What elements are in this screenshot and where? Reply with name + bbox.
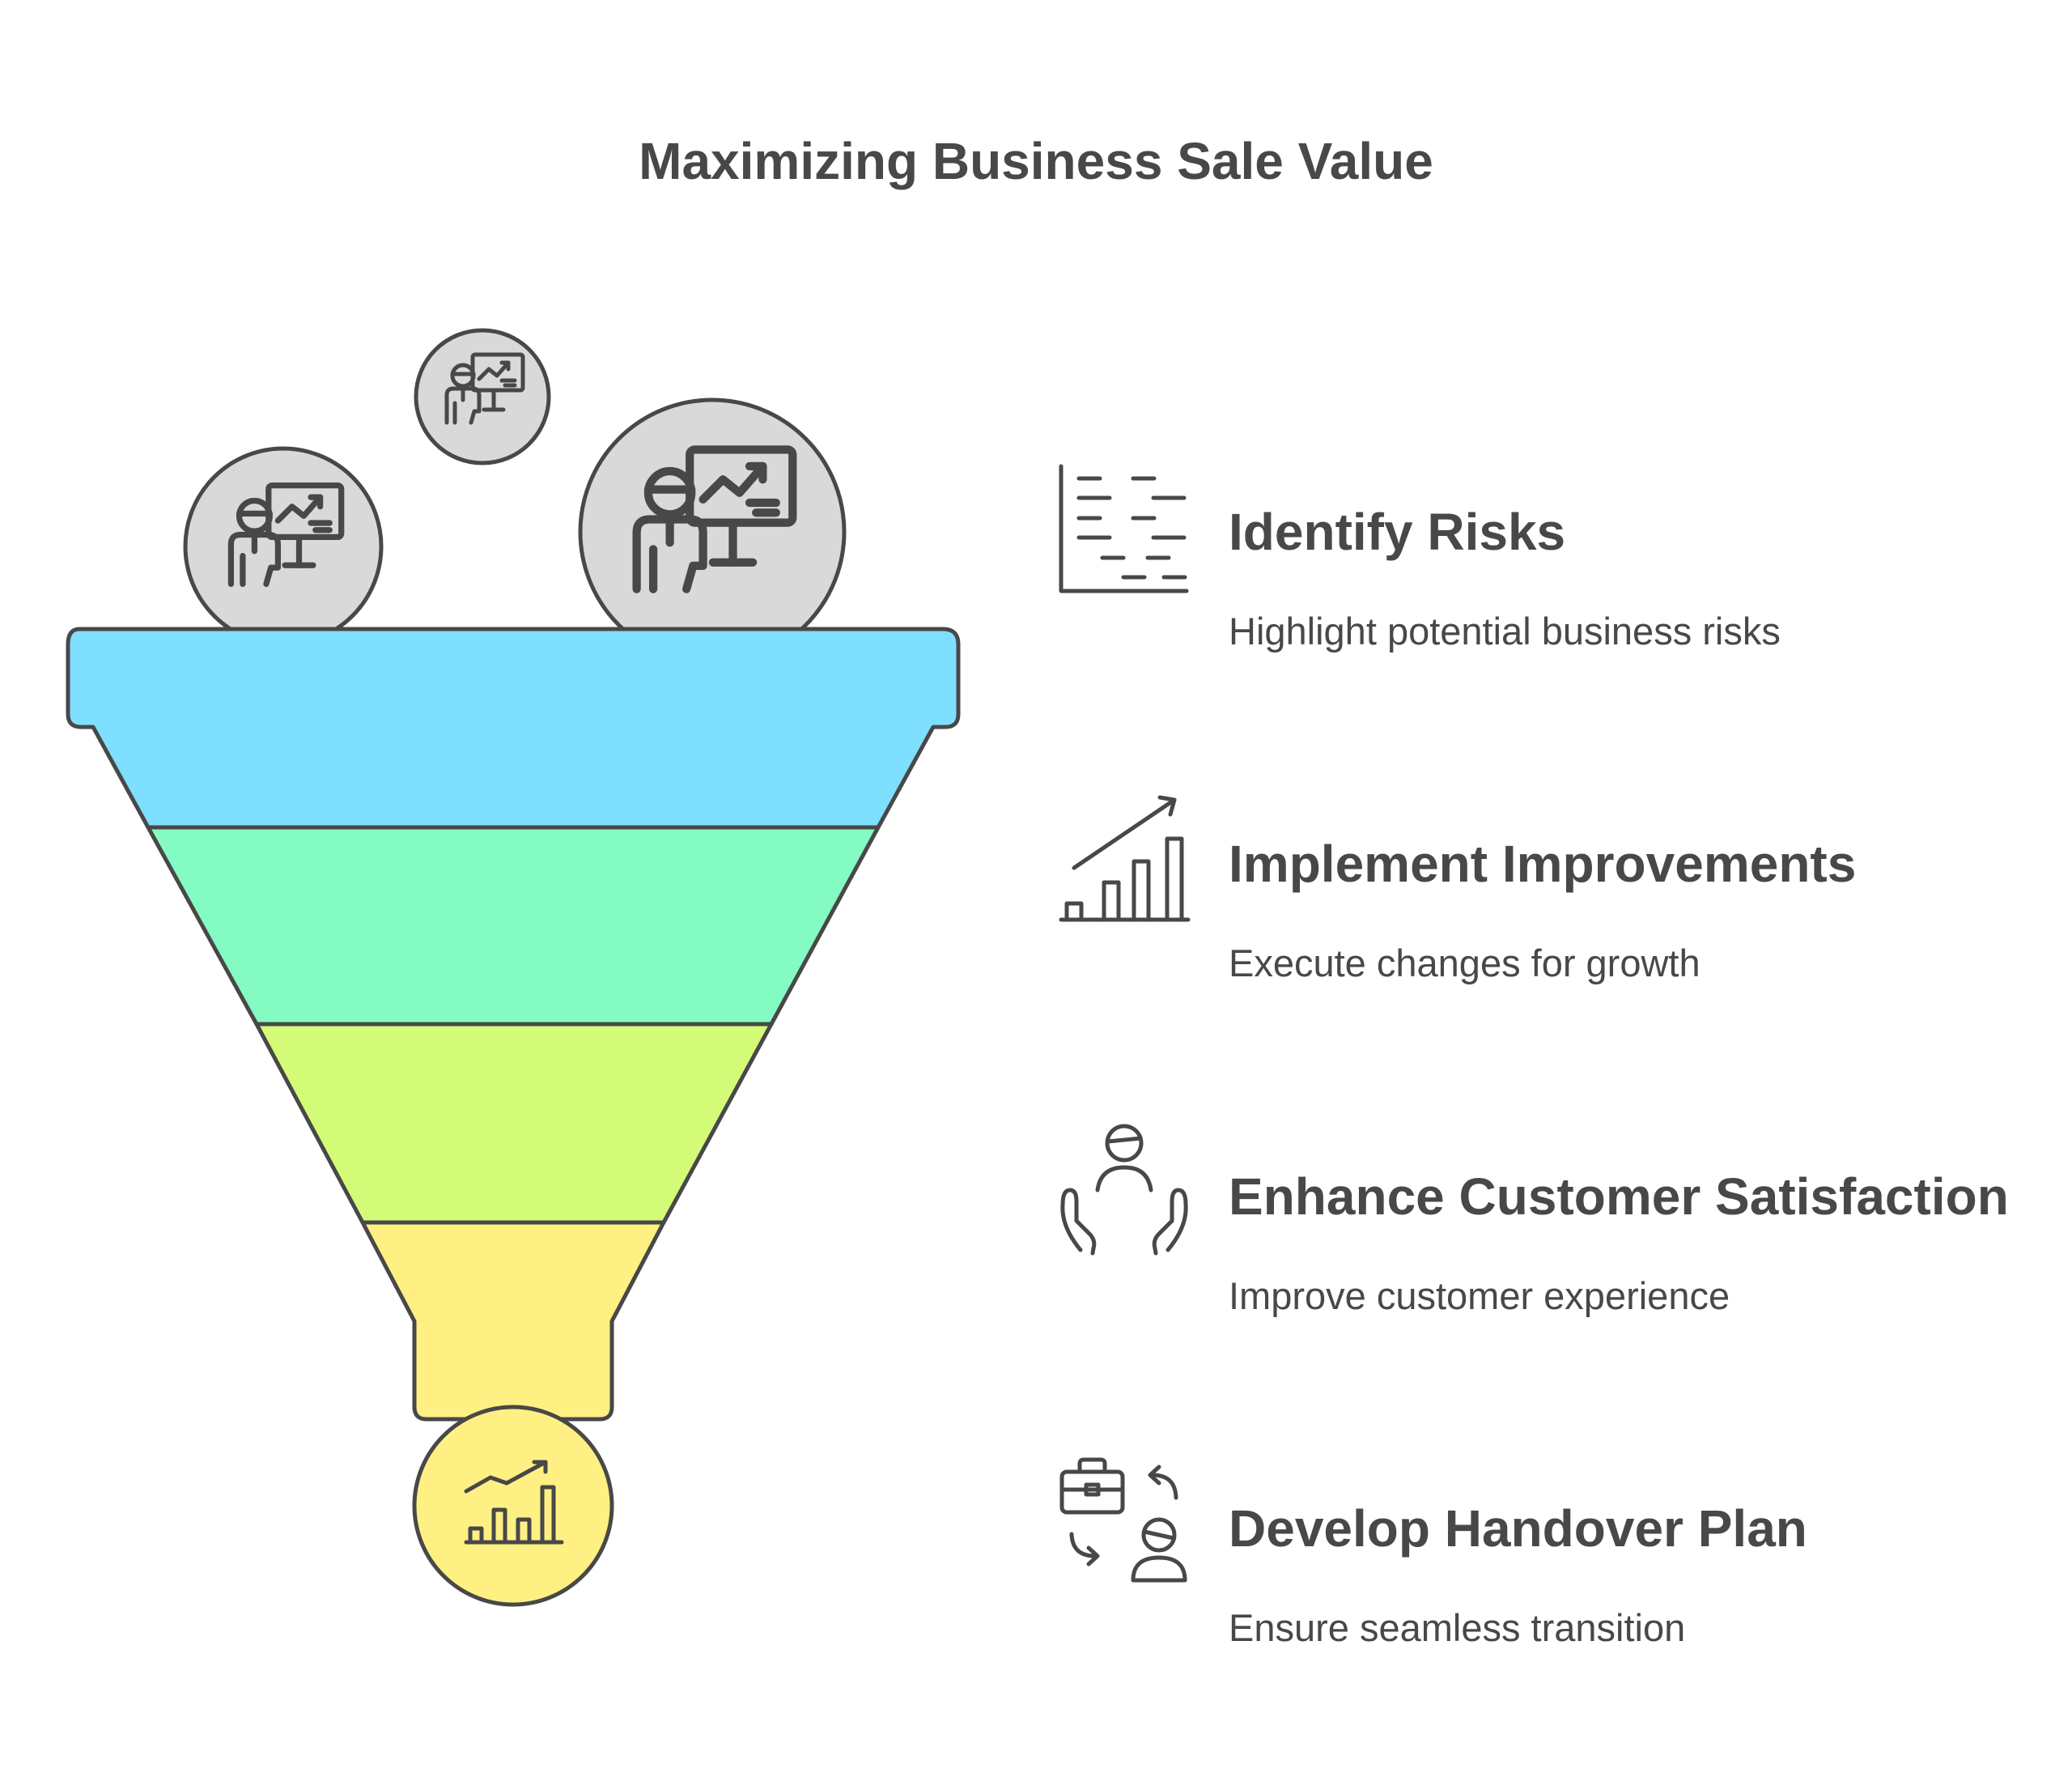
funnel-stage-1 bbox=[66, 627, 961, 830]
funnel-stage-2 bbox=[146, 825, 881, 1027]
step-1-description: Highlight potential business risks bbox=[1229, 610, 1781, 653]
step-4-title: Develop Handover Plan bbox=[1229, 1499, 1807, 1558]
input-bubble-small bbox=[414, 328, 551, 466]
step-2-description: Execute changes for growth bbox=[1229, 942, 1700, 984]
input-bubble-large bbox=[578, 397, 847, 666]
step-3-description: Improve customer experience bbox=[1229, 1274, 1730, 1317]
diagram-title: Maximizing Business Sale Value bbox=[639, 132, 1433, 190]
customer-care-hands-icon bbox=[1060, 1124, 1188, 1256]
growth-chart-icon bbox=[1059, 795, 1191, 922]
step-1-title: Identify Risks bbox=[1229, 503, 1566, 561]
funnel bbox=[66, 627, 961, 1422]
handover-briefcase-icon bbox=[1059, 1457, 1187, 1583]
growth-bar-chart-icon bbox=[464, 1460, 564, 1545]
step-3-title: Enhance Customer Satisfaction bbox=[1229, 1167, 2009, 1226]
step-2-title: Implement Improvements bbox=[1229, 835, 1857, 893]
output-circle bbox=[412, 1405, 614, 1607]
input-bubble-left bbox=[183, 446, 384, 647]
funnel-stage-4 bbox=[360, 1220, 666, 1422]
step-4-description: Ensure seamless transition bbox=[1229, 1606, 1686, 1649]
funnel-stage-3 bbox=[254, 1022, 774, 1225]
risk-list-chart-icon bbox=[1059, 464, 1189, 593]
